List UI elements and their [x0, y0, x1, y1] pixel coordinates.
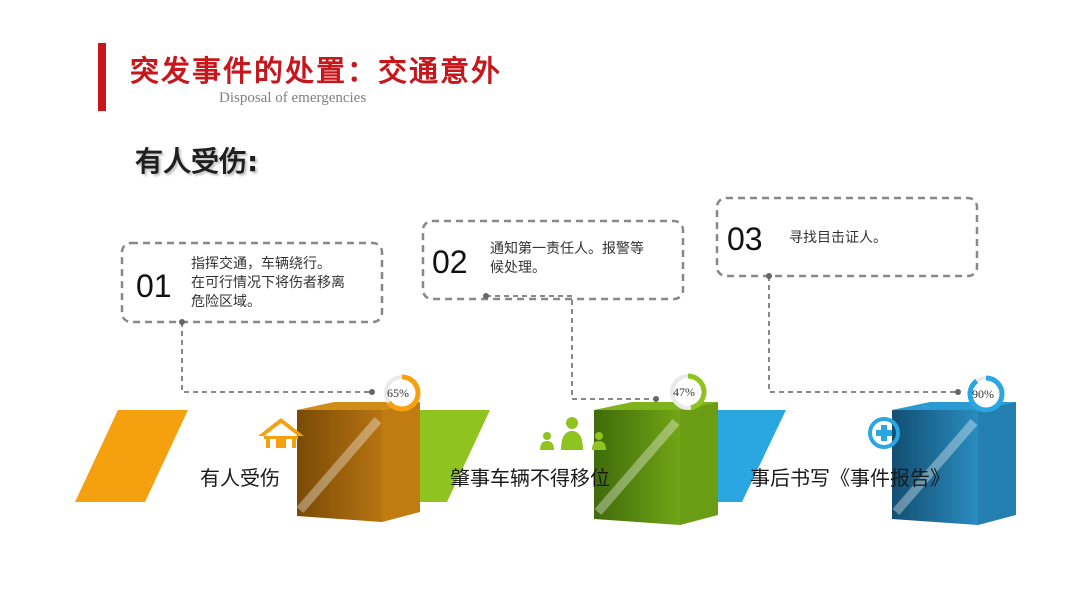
- step-01-number: 01: [136, 268, 172, 304]
- connector-03: [768, 276, 958, 393]
- percent-label-2: 47%: [673, 385, 695, 399]
- people-icon: [540, 417, 606, 450]
- bar-label-1: 有人受伤: [200, 466, 280, 490]
- plus-circle-icon: [868, 417, 900, 449]
- percent-ring-1: [383, 374, 421, 412]
- percent-ring-2: [669, 373, 707, 411]
- ribbon-blue: [712, 410, 786, 502]
- page-subtitle: Disposal of emergencies: [219, 90, 367, 106]
- house-icon: [258, 418, 304, 448]
- percent-label-3: 90%: [972, 387, 994, 401]
- section-title: 有人受伤:: [135, 145, 259, 178]
- ribbon-green: [418, 410, 490, 502]
- bar-box-1: [296, 402, 420, 522]
- step-02-number: 02: [432, 244, 468, 280]
- page-title: 突发事件的处置：交通意外: [130, 54, 503, 88]
- percent-label-1: 65%: [387, 386, 409, 400]
- ribbon-orange: [75, 410, 188, 502]
- title-accent-bar: [98, 43, 106, 111]
- percent-ring-3: [967, 375, 1005, 413]
- step-02-box: [421, 219, 685, 301]
- step-02-description: 通知第一责任人。报警等 候处理。: [490, 241, 644, 276]
- step-03-number: 03: [727, 221, 763, 257]
- connector-02: [486, 295, 656, 400]
- bar-box-2: [594, 402, 718, 525]
- step-03-box: [715, 196, 979, 278]
- step-01-box: [120, 241, 384, 324]
- step-01-description: 指挥交通，车辆绕行。 在可行情况下将伤者移离 危险区域。: [191, 256, 345, 310]
- connector-01: [181, 322, 372, 393]
- step-03-description: 寻找目击证人。: [789, 230, 887, 246]
- bar-label-3: 事后书写《事件报告》: [750, 466, 950, 490]
- bar-label-2: 肇事车辆不得移位: [450, 466, 610, 490]
- bar-box-3: [892, 402, 1016, 525]
